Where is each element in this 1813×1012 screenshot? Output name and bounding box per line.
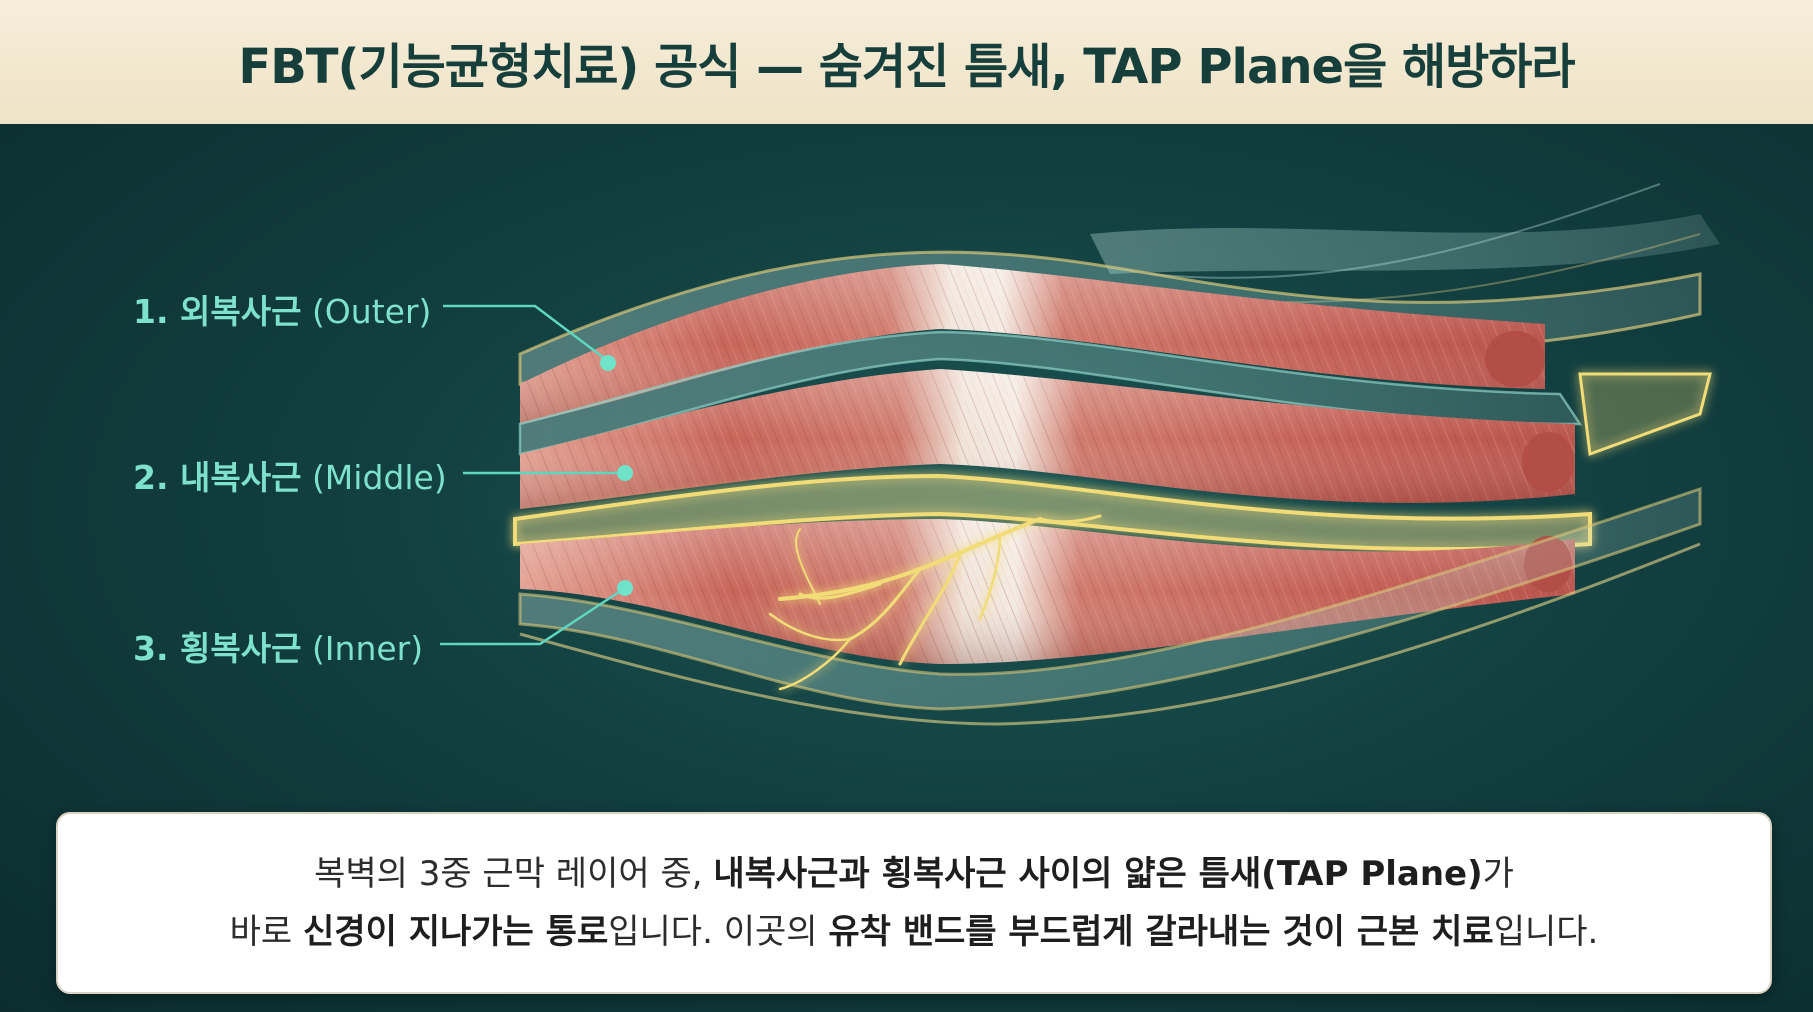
muscle-layers-diagram — [440, 183, 1720, 726]
label-middle-name: 2. 내복사근 — [133, 458, 302, 497]
label-outer-name: 1. 외복사근 — [133, 292, 302, 331]
label-inner-en: (Inner) — [311, 629, 424, 668]
leader-dots — [600, 355, 633, 596]
leader-lines — [440, 304, 626, 646]
inner-fascia-sheet — [518, 486, 1702, 711]
caption-text: 입니다. 이곳의 — [608, 912, 829, 952]
fascia-strand — [1149, 183, 1661, 279]
page-title: FBT(기능균형치료) 공식 — 숨겨진 틈새, TAP Plane을 해방하라 — [238, 39, 1575, 95]
label-outer-oblique: 1. 외복사근 (Outer) — [133, 285, 431, 333]
marker-dot-outer — [600, 355, 616, 371]
marker-dot-middle — [617, 465, 633, 481]
leader-line-inner — [440, 586, 626, 646]
anatomy-illustration: 1. 외복사근 (Outer) 2. 내복사근 (Middle) 3. 횡복사근… — [0, 124, 1813, 1012]
label-internal-oblique: 2. 내복사근 (Middle) — [133, 451, 447, 499]
caption-text: 복벽의 3중 근막 레이어 중, — [314, 854, 714, 894]
fascia-wisp — [1090, 214, 1720, 274]
nerve-branches — [768, 514, 1102, 691]
label-transversus: 3. 횡복사근 (Inner) — [133, 622, 423, 670]
label-outer-en: (Outer) — [311, 292, 432, 331]
marker-dot-inner — [617, 580, 633, 596]
caption-line-2: 바로 신경이 지나가는 통로입니다. 이곳의 유착 밴드를 부드럽게 갈라내는 … — [230, 903, 1599, 961]
caption-text: 가 — [1482, 854, 1514, 894]
caption-text: 입니다. — [1493, 912, 1599, 952]
label-inner-name: 3. 횡복사근 — [133, 629, 302, 668]
label-middle-en: (Middle) — [311, 458, 447, 497]
caption-emphasis: 신경이 지나가는 통로 — [303, 912, 609, 952]
caption-text: 바로 — [229, 912, 304, 952]
transversus-muscle — [520, 519, 1575, 664]
header-banner: FBT(기능균형치료) 공식 — 숨겨진 틈새, TAP Plane을 해방하라 — [0, 0, 1813, 124]
caption-box: 복벽의 3중 근막 레이어 중, 내복사근과 횡복사근 사이의 얇은 틈새(TA… — [56, 812, 1772, 994]
caption-line-1: 복벽의 3중 근막 레이어 중, 내복사근과 횡복사근 사이의 얇은 틈새(TA… — [314, 845, 1514, 903]
internal-oblique-muscle — [520, 369, 1575, 509]
fascia-layer-1-2 — [518, 330, 1583, 456]
outer-oblique-muscle — [520, 264, 1545, 424]
caption-emphasis: 내복사근과 횡복사근 사이의 얇은 틈새(TAP Plane) — [713, 854, 1483, 894]
leader-line-outer — [443, 304, 609, 362]
caption-emphasis: 유착 밴드를 부드럽게 갈라내는 것이 근본 치료 — [828, 912, 1494, 952]
fascia-edge — [519, 542, 1701, 726]
